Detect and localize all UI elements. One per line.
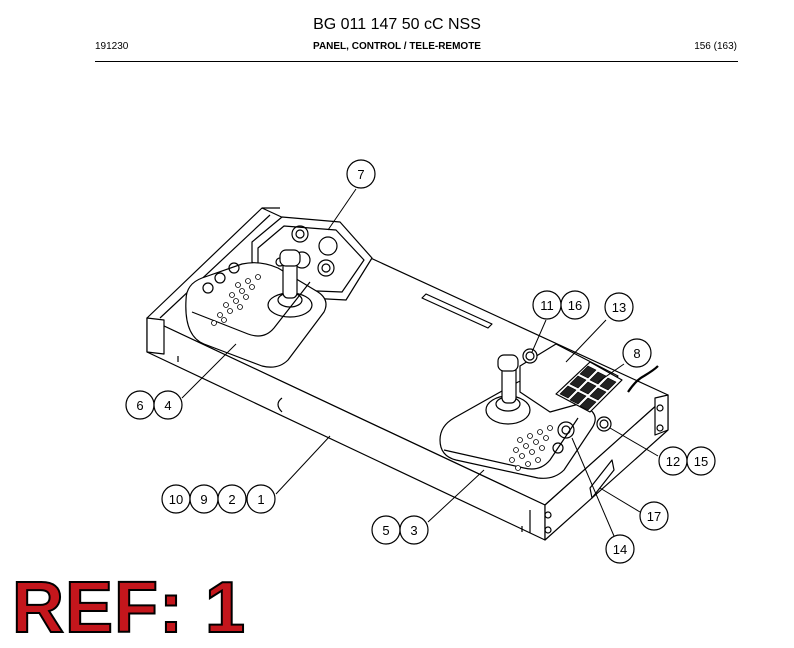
svg-text:12: 12 <box>666 454 680 469</box>
callout-9: 9 <box>189 484 219 514</box>
callout-4: 4 <box>153 390 183 420</box>
callout-10: 10 <box>161 484 191 514</box>
svg-text:15: 15 <box>694 454 708 469</box>
callout-6: 6 <box>125 390 155 420</box>
section-title: PANEL, CONTROL / TELE-REMOTE <box>313 41 481 52</box>
callout-8: 8 <box>622 338 652 368</box>
callout-2: 2 <box>217 484 247 514</box>
front-slot <box>589 459 615 499</box>
center-plate <box>421 293 493 329</box>
svg-text:8: 8 <box>633 346 640 361</box>
callout-1: 1 <box>246 484 276 514</box>
left-joystick-module <box>185 249 327 368</box>
callout-16: 16 <box>560 290 590 320</box>
svg-text:14: 14 <box>613 542 627 557</box>
callout-12: 12 <box>658 446 688 476</box>
svg-text:17: 17 <box>647 509 661 524</box>
svg-text:3: 3 <box>410 523 417 538</box>
callout-14: 14 <box>605 534 635 564</box>
reference-label: REF: 1 <box>11 568 247 648</box>
callout-17: 17 <box>639 501 669 531</box>
svg-text:16: 16 <box>568 298 582 313</box>
keypad-module <box>519 343 623 432</box>
callout-15: 15 <box>686 446 716 476</box>
svg-text:2: 2 <box>228 492 235 507</box>
svg-text:1: 1 <box>257 492 264 507</box>
svg-text:7: 7 <box>357 167 364 182</box>
svg-text:6: 6 <box>136 398 143 413</box>
left-end-cap <box>146 317 165 355</box>
svg-text:13: 13 <box>612 300 626 315</box>
cable <box>627 365 659 393</box>
svg-text:5: 5 <box>382 523 389 538</box>
page-number: 156 (163) <box>694 41 737 52</box>
right-button-grid <box>509 425 553 471</box>
header-rule <box>95 61 738 62</box>
left-button-grid <box>211 274 261 326</box>
svg-text:11: 11 <box>540 298 554 313</box>
callout-13: 13 <box>604 292 634 322</box>
svg-text:4: 4 <box>164 398 171 413</box>
document-number: 191230 <box>95 41 129 52</box>
svg-text:10: 10 <box>169 492 183 507</box>
callout-7: 7 <box>346 159 376 189</box>
right-end-cap <box>544 394 669 534</box>
callout-5: 5 <box>371 515 401 545</box>
callout-3: 3 <box>399 515 429 545</box>
document-title: BG 011 147 50 cC NSS <box>313 16 481 33</box>
callout-11: 11 <box>532 290 562 320</box>
leader-lines <box>181 188 659 537</box>
svg-text:9: 9 <box>200 492 207 507</box>
